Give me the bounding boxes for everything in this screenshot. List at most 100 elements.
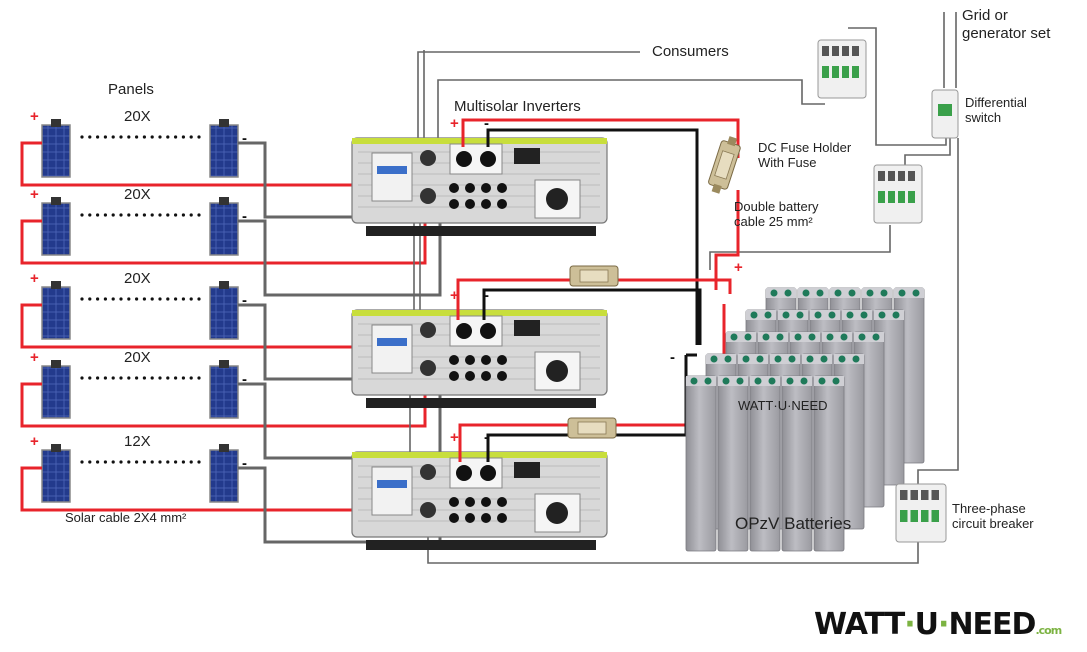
solar-panel-last	[209, 197, 239, 256]
battery-cable-label-1: Double battery	[734, 199, 819, 214]
logo-part-3: NEED	[948, 607, 1035, 642]
chain-dot	[127, 376, 131, 380]
string-plus: +	[30, 349, 39, 366]
consumers-label: Consumers	[652, 43, 729, 60]
dc-fuse-holder-2	[569, 265, 619, 287]
chain-dot	[103, 376, 107, 380]
chain-dot	[142, 297, 146, 301]
string-plus: +	[30, 270, 39, 287]
inverter-plus: +	[450, 287, 459, 304]
fuse-holder-label-2: With Fuse	[758, 155, 817, 170]
breaker-label-1: Three-phase	[952, 501, 1026, 516]
chain-dot	[80, 135, 84, 139]
chain-dot	[111, 376, 115, 380]
chain-dot	[181, 135, 185, 139]
chain-dot	[119, 213, 123, 217]
chain-dot	[88, 135, 92, 139]
panels-label: Panels	[108, 81, 154, 98]
component-labels: Consumers DC Fuse Holder With Fuse Doubl…	[652, 7, 1051, 531]
inverters-label: Multisolar Inverters	[454, 98, 581, 115]
battery-watermark: WATT·U·NEED	[738, 398, 828, 413]
battery-cell	[781, 375, 813, 552]
string-minus: -	[242, 208, 247, 225]
batteries-label: OPzV Batteries	[735, 514, 851, 533]
chain-dot	[103, 213, 107, 217]
chain-dot	[142, 135, 146, 139]
logo-part-2: U	[915, 607, 938, 642]
string-minus: -	[242, 292, 247, 309]
watt-u-need-logo: WATT·U·NEED.com	[814, 607, 1063, 642]
chain-dot	[96, 376, 100, 380]
string-negative-cable	[238, 205, 442, 297]
inverters: +-+-+-	[351, 115, 608, 550]
string-positive-cable	[20, 466, 425, 512]
chain-dot	[127, 460, 131, 464]
inverter-plus: +	[450, 429, 459, 446]
solar-cable-label: Solar cable 2X4 mm²	[65, 510, 187, 525]
string-count: 20X	[124, 349, 151, 366]
chain-dot	[96, 297, 100, 301]
grid-label-2: generator set	[962, 25, 1051, 42]
logo-suffix: .com	[1035, 624, 1061, 637]
differential-label-2: switch	[965, 110, 1001, 125]
chain-dot	[197, 135, 201, 139]
inverter-minus: -	[484, 287, 489, 304]
string-plus: +	[30, 433, 39, 450]
chain-dot	[88, 376, 92, 380]
breakers	[817, 39, 959, 543]
chain-dot	[111, 213, 115, 217]
dc-fuse-holders	[567, 136, 741, 439]
chain-dot	[158, 297, 162, 301]
logo-dot-2: ·	[938, 607, 948, 642]
chain-dot	[127, 213, 131, 217]
chain-dot	[88, 460, 92, 464]
chain-dot	[181, 460, 185, 464]
chain-dot	[197, 376, 201, 380]
ac-wiring	[409, 12, 959, 564]
chain-dot	[150, 213, 154, 217]
solar-panel-last	[209, 444, 239, 503]
chain-dot	[80, 376, 84, 380]
chain-dot	[88, 213, 92, 217]
three-phase-breaker	[895, 483, 947, 543]
chain-dot	[119, 376, 123, 380]
dc-fuse-holder-3	[567, 417, 617, 439]
inverter-minus: -	[484, 115, 489, 132]
chain-dot	[96, 135, 100, 139]
fuse-holder-label-1: DC Fuse Holder	[758, 140, 852, 155]
chain-dot	[197, 297, 201, 301]
differential-switch	[931, 89, 959, 139]
battery-cell	[717, 375, 749, 552]
solar-panel-first	[41, 444, 71, 503]
solar-panel-first	[41, 360, 71, 419]
solar-string: 20X + -	[20, 186, 442, 297]
dc-fuse-holder-main	[708, 136, 741, 194]
chain-dot	[158, 376, 162, 380]
chain-dot	[189, 460, 193, 464]
chain-dot	[96, 213, 100, 217]
string-positive-cable	[20, 141, 425, 187]
chain-dot	[111, 135, 115, 139]
chain-dot	[189, 297, 193, 301]
solar-panel-first	[41, 197, 71, 256]
chain-dot	[142, 376, 146, 380]
chain-dot	[174, 460, 178, 464]
chain-dot	[150, 376, 154, 380]
solar-strings: 20X+-20X+-20X+-20X+-12X+- Panels Solar c…	[20, 81, 442, 544]
battery-cell	[813, 375, 845, 552]
battery-cell	[749, 375, 781, 552]
chain-dot	[80, 213, 84, 217]
chain-dot	[174, 376, 178, 380]
chain-dot	[174, 135, 178, 139]
chain-dot	[197, 213, 201, 217]
string-minus: -	[242, 130, 247, 147]
battery-minus: -	[670, 349, 675, 366]
string-count: 20X	[124, 186, 151, 203]
chain-dot	[189, 135, 193, 139]
opzv-battery-bank: WATT·U·NEED	[685, 287, 925, 552]
chain-dot	[166, 135, 170, 139]
chain-dot	[150, 135, 154, 139]
battery-cable-label-2: cable 25 mm²	[734, 214, 813, 229]
chain-dot	[135, 460, 139, 464]
